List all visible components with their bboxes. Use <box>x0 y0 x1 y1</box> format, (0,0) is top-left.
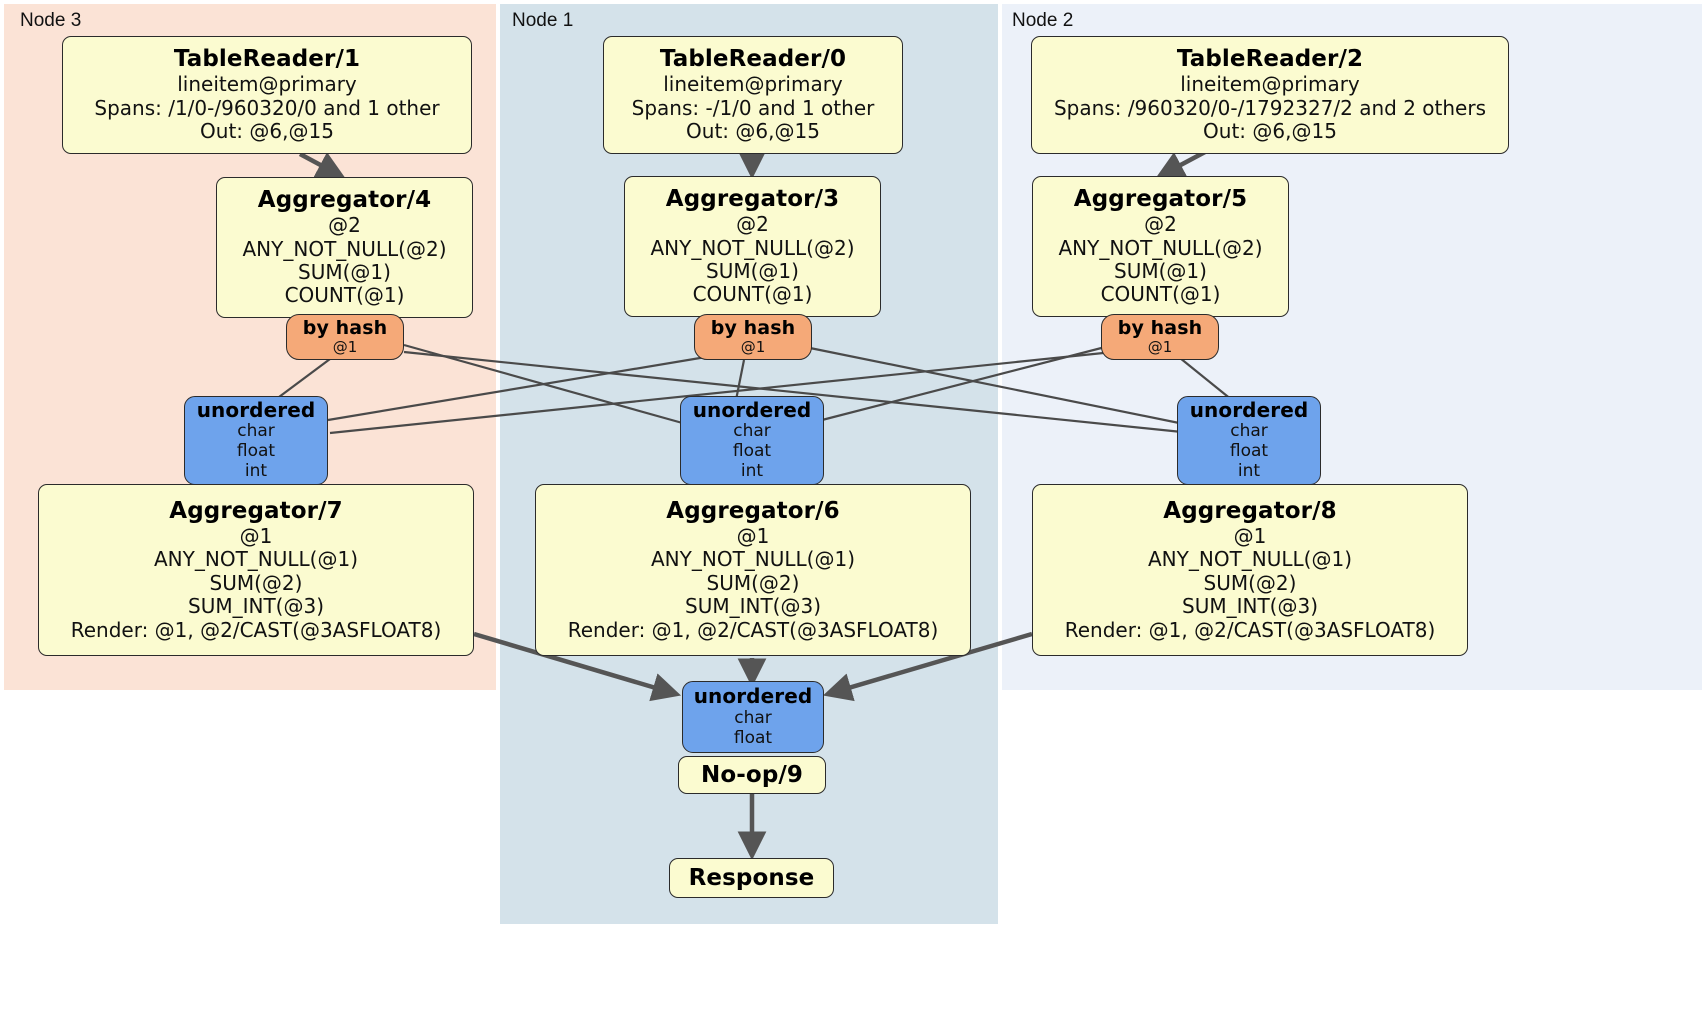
aggregator-8-line-1: @1 <box>1233 523 1267 548</box>
processor-aggregator-5[interactable]: Aggregator/5 @2 ANY_NOT_NULL(@2) SUM(@1)… <box>1032 176 1289 317</box>
processor-tablereader-0[interactable]: TableReader/0 lineitem@primary Spans: -/… <box>603 36 903 154</box>
synchronizer-unordered-left[interactable]: unordered char float int <box>184 396 328 485</box>
processor-tablereader-2[interactable]: TableReader/2 lineitem@primary Spans: /9… <box>1031 36 1509 154</box>
router-by-hash-right-title: by hash <box>1117 317 1203 340</box>
tablereader-2-line-1: lineitem@primary <box>1180 72 1360 97</box>
tablereader-1-line-2: Spans: /1/0-/960320/0 and 1 other <box>94 95 440 120</box>
aggregator-3-title: Aggregator/3 <box>665 186 840 213</box>
tablereader-0-line-2: Spans: -/1/0 and 1 other <box>631 95 875 120</box>
processor-aggregator-8[interactable]: Aggregator/8 @1 ANY_NOT_NULL(@1) SUM(@2)… <box>1032 484 1468 656</box>
aggregator-7-line-3: SUM(@2) <box>209 570 303 595</box>
aggregator-7-title: Aggregator/7 <box>169 498 343 525</box>
aggregator-6-line-4: SUM_INT(@3) <box>685 594 821 619</box>
tablereader-2-line-2: Spans: /960320/0-/1792327/2 and 2 others <box>1053 95 1486 120</box>
unordered-left-line-2: float <box>236 441 276 462</box>
processor-aggregator-7[interactable]: Aggregator/7 @1 ANY_NOT_NULL(@1) SUM(@2)… <box>38 484 474 656</box>
tablereader-0-line-1: lineitem@primary <box>663 72 843 97</box>
aggregator-5-line-1: @2 <box>1144 212 1177 237</box>
unordered-final-line-2: float <box>733 727 773 748</box>
router-by-hash-left-title: by hash <box>302 317 388 340</box>
node-response[interactable]: Response <box>669 858 834 898</box>
panel-node-2-label: Node 2 <box>1012 10 1074 31</box>
aggregator-4-line-3: SUM(@1) <box>298 259 391 284</box>
aggregator-6-line-2: ANY_NOT_NULL(@1) <box>651 547 855 572</box>
unordered-middle-line-1: char <box>733 421 771 442</box>
no-op-9-title: No-op/9 <box>701 761 803 788</box>
processor-no-op-9[interactable]: No-op/9 <box>678 756 826 794</box>
tablereader-2-line-3: Out: @6,@15 <box>1203 119 1337 144</box>
tablereader-0-line-3: Out: @6,@15 <box>686 119 820 144</box>
aggregator-8-line-4: SUM_INT(@3) <box>1182 594 1318 619</box>
synchronizer-unordered-right[interactable]: unordered char float int <box>1177 396 1321 485</box>
aggregator-3-line-2: ANY_NOT_NULL(@2) <box>650 235 855 260</box>
router-by-hash-middle[interactable]: by hash @1 <box>694 314 812 360</box>
aggregator-3-line-3: SUM(@1) <box>706 258 799 283</box>
aggregator-8-line-5: Render: @1, @2/CAST(@3ASFLOAT8) <box>1064 617 1436 642</box>
aggregator-5-line-4: COUNT(@1) <box>1100 282 1221 307</box>
panel-node-3-label: Node 3 <box>20 10 82 31</box>
unordered-middle-line-3: int <box>740 461 764 482</box>
unordered-right-line-1: char <box>1230 421 1268 442</box>
aggregator-8-line-3: SUM(@2) <box>1203 570 1297 595</box>
processor-aggregator-6[interactable]: Aggregator/6 @1 ANY_NOT_NULL(@1) SUM(@2)… <box>535 484 971 656</box>
synchronizer-unordered-middle[interactable]: unordered char float int <box>680 396 824 485</box>
aggregator-3-line-1: @2 <box>736 212 769 237</box>
tablereader-2-title: TableReader/2 <box>1176 46 1364 73</box>
aggregator-6-line-5: Render: @1, @2/CAST(@3ASFLOAT8) <box>567 617 939 642</box>
unordered-right-title: unordered <box>1189 397 1309 422</box>
aggregator-4-line-2: ANY_NOT_NULL(@2) <box>242 236 447 261</box>
unordered-final-title: unordered <box>693 684 813 709</box>
aggregator-7-line-2: ANY_NOT_NULL(@1) <box>154 547 358 572</box>
processor-aggregator-4[interactable]: Aggregator/4 @2 ANY_NOT_NULL(@2) SUM(@1)… <box>216 177 473 318</box>
aggregator-4-line-1: @2 <box>328 213 361 238</box>
unordered-right-line-2: float <box>1229 441 1269 462</box>
panel-node-1-label: Node 1 <box>512 10 574 31</box>
router-by-hash-right[interactable]: by hash @1 <box>1101 314 1219 360</box>
unordered-left-title: unordered <box>196 397 316 422</box>
tablereader-0-title: TableReader/0 <box>659 46 847 73</box>
unordered-left-line-3: int <box>244 461 268 482</box>
unordered-middle-line-2: float <box>732 441 772 462</box>
aggregator-6-line-3: SUM(@2) <box>706 570 800 595</box>
tablereader-1-title: TableReader/1 <box>173 46 361 73</box>
unordered-right-line-3: int <box>1237 461 1261 482</box>
processor-aggregator-3[interactable]: Aggregator/3 @2 ANY_NOT_NULL(@2) SUM(@1)… <box>624 176 881 317</box>
aggregator-8-title: Aggregator/8 <box>1163 498 1337 525</box>
router-by-hash-middle-line-1: @1 <box>740 338 766 357</box>
unordered-left-line-1: char <box>237 421 275 442</box>
aggregator-7-line-4: SUM_INT(@3) <box>188 594 324 619</box>
aggregator-7-line-5: Render: @1, @2/CAST(@3ASFLOAT8) <box>70 617 442 642</box>
aggregator-6-title: Aggregator/6 <box>666 498 840 525</box>
response-title: Response <box>688 864 815 891</box>
aggregator-7-line-1: @1 <box>239 523 273 548</box>
synchronizer-unordered-final[interactable]: unordered char float <box>682 681 824 753</box>
router-by-hash-right-line-1: @1 <box>1147 338 1173 357</box>
aggregator-5-line-2: ANY_NOT_NULL(@2) <box>1058 235 1263 260</box>
aggregator-4-line-4: COUNT(@1) <box>284 283 405 308</box>
tablereader-1-line-1: lineitem@primary <box>177 72 357 97</box>
unordered-middle-title: unordered <box>692 397 812 422</box>
aggregator-5-title: Aggregator/5 <box>1073 186 1248 213</box>
processor-tablereader-1[interactable]: TableReader/1 lineitem@primary Spans: /1… <box>62 36 472 154</box>
tablereader-1-line-3: Out: @6,@15 <box>200 119 334 144</box>
router-by-hash-left[interactable]: by hash @1 <box>286 314 404 360</box>
aggregator-6-line-1: @1 <box>736 523 770 548</box>
aggregator-4-title: Aggregator/4 <box>257 187 432 214</box>
unordered-final-line-1: char <box>734 707 772 728</box>
aggregator-3-line-4: COUNT(@1) <box>692 282 813 307</box>
router-by-hash-middle-title: by hash <box>710 317 796 340</box>
router-by-hash-left-line-1: @1 <box>332 338 358 357</box>
aggregator-8-line-2: ANY_NOT_NULL(@1) <box>1148 547 1352 572</box>
aggregator-5-line-3: SUM(@1) <box>1114 258 1207 283</box>
